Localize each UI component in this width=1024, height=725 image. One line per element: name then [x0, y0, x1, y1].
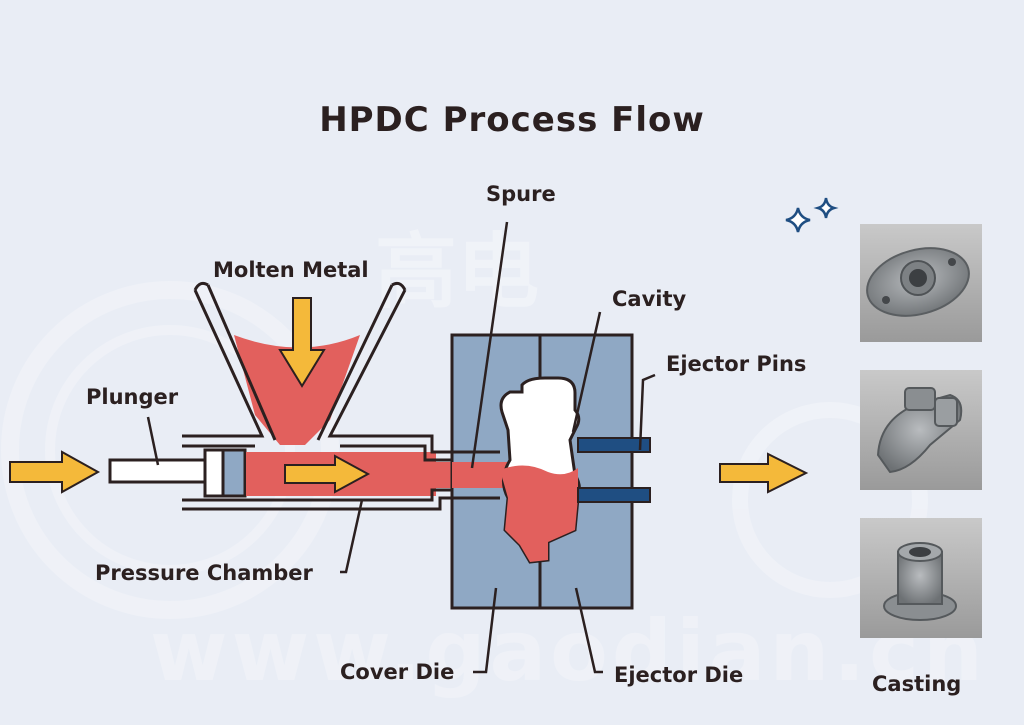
watermark: 高电 www.gaodian.cn: [1, 225, 987, 700]
ejector-pins: [577, 437, 651, 503]
label-casting: Casting: [872, 672, 962, 696]
casting-photo-1: [860, 224, 982, 342]
watermark-url: www.gaodian.cn: [150, 602, 987, 700]
casting-photo-3: [860, 518, 982, 638]
label-spure: Spure: [486, 182, 556, 206]
right-arrow-icon: [284, 454, 371, 494]
label-ejector-pins: Ejector Pins: [666, 352, 807, 376]
label-molten-metal: Molten Metal: [213, 258, 369, 282]
molten-funnel: [182, 281, 432, 445]
casting-photo-2: [860, 370, 982, 490]
watermark-brand: 高电: [375, 225, 539, 320]
down-arrow-icon: [278, 297, 326, 388]
label-plunger: Plunger: [86, 385, 179, 409]
label-pressure-chamber: Pressure Chamber: [95, 561, 313, 585]
leader-lines: [146, 221, 656, 674]
cavity: [499, 376, 581, 564]
label-cavity: Cavity: [612, 287, 687, 311]
sparkle-icon: [785, 197, 839, 233]
label-cover-die: Cover Die: [340, 660, 455, 684]
right-arrow-icon: [9, 450, 101, 494]
diagram-title: HPDC Process Flow: [319, 100, 705, 140]
plunger-head: [203, 448, 247, 498]
right-arrow-icon: [719, 452, 809, 494]
label-ejector-die: Ejector Die: [614, 663, 744, 687]
